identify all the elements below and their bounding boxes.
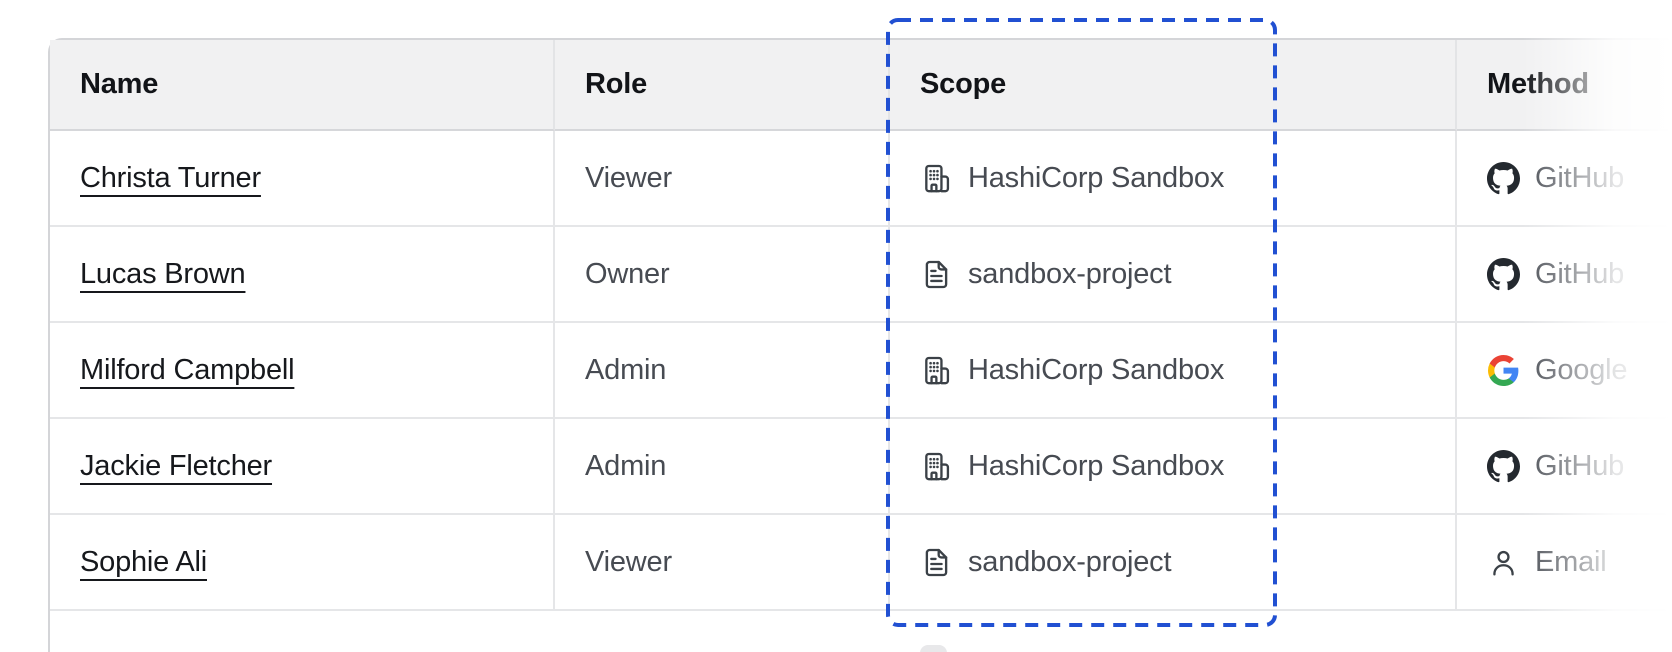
members-table: Name Role Scope Method Christa Turner Vi…: [48, 38, 1672, 652]
role-text: Owner: [585, 257, 670, 290]
member-name-link[interactable]: Milford Campbell: [80, 353, 295, 386]
column-header-name: Name: [50, 40, 555, 131]
scope-text: HashiCorp Sandbox: [968, 353, 1225, 386]
table-row-cell-method: Google: [1457, 323, 1672, 419]
table-row-cell-scope: HashiCorp Sandbox: [890, 419, 1457, 515]
table-row-cell-role: Owner: [555, 227, 890, 323]
organization-icon: [925, 164, 950, 192]
table-row-cell-scope: sandbox-project: [890, 515, 1457, 611]
table-row-cell-role: Viewer: [555, 515, 890, 611]
role-text: Viewer: [585, 545, 672, 578]
method-text: GitHub: [1535, 161, 1625, 194]
table-row-cell-name: Lucas Brown: [50, 227, 555, 323]
scope-text: sandbox-project: [968, 257, 1172, 290]
table-row-cell-method: GitHub: [1457, 227, 1672, 323]
column-header-role-label: Role: [585, 68, 648, 100]
github-icon: [1487, 257, 1520, 290]
table-row-cell-scope: HashiCorp Sandbox: [890, 323, 1457, 419]
table-row-cell-scope: [890, 611, 1457, 652]
table-row-cell-role: Viewer: [555, 131, 890, 227]
method-text: Google: [1535, 353, 1628, 386]
member-name-link[interactable]: Lucas Brown: [80, 257, 246, 290]
table-row-cell-name: Sophie Ali: [50, 515, 555, 611]
partial-scope-icon: [920, 645, 947, 652]
column-header-name-label: Name: [80, 68, 159, 100]
table-row-cell-method: [1457, 611, 1672, 652]
google-icon: [1488, 354, 1519, 386]
github-icon: [1487, 161, 1520, 194]
column-header-method-label: Method: [1487, 68, 1589, 100]
scope-text: sandbox-project: [968, 545, 1172, 578]
table-row-cell-name: Jackie Fletcher: [50, 419, 555, 515]
table-row-cell-method: Email: [1457, 515, 1672, 611]
member-name-link[interactable]: Christa Turner: [80, 161, 261, 194]
github-icon: [1487, 449, 1520, 482]
column-header-scope-label: Scope: [920, 68, 1007, 100]
user-icon: [1493, 550, 1514, 575]
file-icon: [925, 548, 948, 576]
table-row-cell-scope: HashiCorp Sandbox: [890, 131, 1457, 227]
member-name-link[interactable]: Jackie Fletcher: [80, 449, 273, 482]
table-row-cell-scope: sandbox-project: [890, 227, 1457, 323]
table-row-cell-name: Christa Turner: [50, 131, 555, 227]
table-row-cell-name: Milford Campbell: [50, 323, 555, 419]
scope-text: HashiCorp Sandbox: [968, 449, 1225, 482]
file-icon: [925, 260, 948, 288]
method-text: GitHub: [1535, 449, 1625, 482]
method-text: Email: [1535, 545, 1607, 578]
member-name-link[interactable]: Sophie Ali: [80, 545, 207, 578]
column-header-method: Method: [1457, 40, 1672, 131]
organization-icon: [925, 356, 950, 384]
role-text: Admin: [585, 449, 667, 482]
table-row-cell-role: [555, 611, 890, 652]
table-row-cell-role: Admin: [555, 323, 890, 419]
role-text: Viewer: [585, 161, 672, 194]
method-text: GitHub: [1535, 257, 1625, 290]
organization-icon: [925, 452, 950, 480]
table-row-cell-name: [50, 611, 555, 652]
scope-text: HashiCorp Sandbox: [968, 161, 1225, 194]
table-row-cell-method: GitHub: [1457, 131, 1672, 227]
role-text: Admin: [585, 353, 667, 386]
table-row-cell-method: GitHub: [1457, 419, 1672, 515]
column-header-scope: Scope: [890, 40, 1457, 131]
column-header-role: Role: [555, 40, 890, 131]
table-row-cell-role: Admin: [555, 419, 890, 515]
